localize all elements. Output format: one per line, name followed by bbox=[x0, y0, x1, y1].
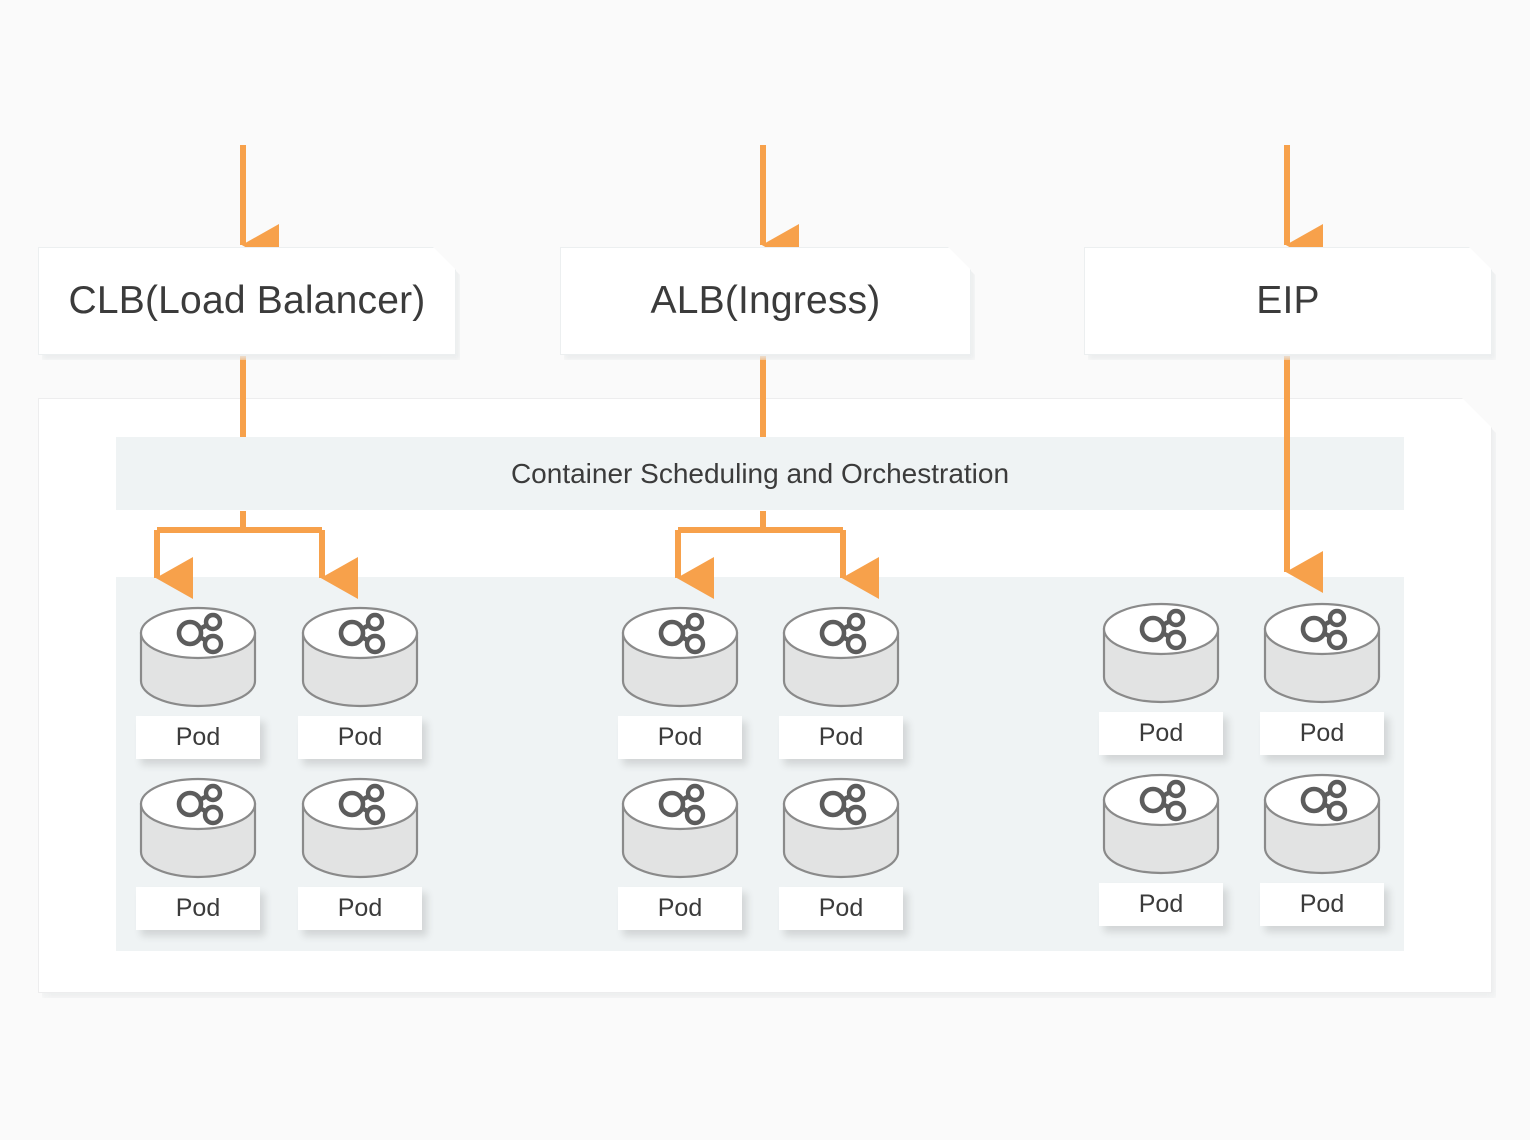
pod-node[interactable] bbox=[301, 606, 419, 708]
pod-cylinder-icon bbox=[621, 777, 739, 879]
share-nodes-icon bbox=[819, 783, 867, 826]
pod-label-text: Pod bbox=[657, 894, 703, 922]
pod-label-text: Pod bbox=[1299, 890, 1345, 918]
orchestration-panel: Container Scheduling and Orchestration bbox=[116, 437, 1404, 510]
pod-label[interactable]: Pod bbox=[1260, 883, 1384, 926]
pod-node[interactable] bbox=[1102, 602, 1220, 704]
pod-label-text: Pod bbox=[1138, 719, 1184, 747]
pod-cylinder-icon bbox=[1263, 773, 1381, 875]
pod-node[interactable] bbox=[1263, 602, 1381, 704]
share-nodes-icon bbox=[338, 612, 386, 655]
service-box-eip[interactable]: EIP bbox=[1084, 247, 1492, 355]
service-box-alb[interactable]: ALB(Ingress) bbox=[560, 247, 971, 355]
pod-label[interactable]: Pod bbox=[136, 716, 260, 759]
pod-cylinder-icon bbox=[301, 606, 419, 708]
pod-label-text: Pod bbox=[818, 723, 864, 751]
pod-node[interactable] bbox=[1263, 773, 1381, 875]
pod-label[interactable]: Pod bbox=[1260, 712, 1384, 755]
share-nodes-icon bbox=[338, 783, 386, 826]
pod-node[interactable] bbox=[621, 606, 739, 708]
pod-node[interactable] bbox=[782, 606, 900, 708]
pod-node[interactable] bbox=[621, 777, 739, 879]
pod-label-text: Pod bbox=[175, 894, 221, 922]
service-box-label-clb: CLB(Load Balancer) bbox=[68, 279, 426, 322]
pod-node[interactable] bbox=[1102, 773, 1220, 875]
share-nodes-icon bbox=[1300, 779, 1348, 822]
pod-node[interactable] bbox=[301, 777, 419, 879]
pod-label-text: Pod bbox=[657, 723, 703, 751]
pod-cylinder-icon bbox=[301, 777, 419, 879]
pod-label-text: Pod bbox=[818, 894, 864, 922]
pod-label[interactable]: Pod bbox=[298, 716, 422, 759]
share-nodes-icon bbox=[176, 783, 224, 826]
share-nodes-icon bbox=[176, 612, 224, 655]
pod-label-text: Pod bbox=[337, 723, 383, 751]
pod-cylinder-icon bbox=[1102, 602, 1220, 704]
pod-node[interactable] bbox=[139, 606, 257, 708]
pod-cylinder-icon bbox=[1102, 773, 1220, 875]
pod-label[interactable]: Pod bbox=[1099, 883, 1223, 926]
pod-label[interactable]: Pod bbox=[618, 716, 742, 759]
pod-cylinder-icon bbox=[139, 606, 257, 708]
pod-label-text: Pod bbox=[337, 894, 383, 922]
pod-cylinder-icon bbox=[621, 606, 739, 708]
pod-cylinder-icon bbox=[139, 777, 257, 879]
service-box-clb[interactable]: CLB(Load Balancer) bbox=[38, 247, 456, 355]
pod-label[interactable]: Pod bbox=[779, 716, 903, 759]
share-nodes-icon bbox=[1300, 608, 1348, 651]
pod-label-text: Pod bbox=[1138, 890, 1184, 918]
pod-label[interactable]: Pod bbox=[618, 887, 742, 930]
pod-node[interactable] bbox=[139, 777, 257, 879]
pod-label-text: Pod bbox=[1299, 719, 1345, 747]
share-nodes-icon bbox=[658, 783, 706, 826]
pod-node[interactable] bbox=[782, 777, 900, 879]
pod-label[interactable]: Pod bbox=[136, 887, 260, 930]
pod-label-text: Pod bbox=[175, 723, 221, 751]
service-box-label-alb: ALB(Ingress) bbox=[650, 279, 881, 322]
share-nodes-icon bbox=[819, 612, 867, 655]
pod-label[interactable]: Pod bbox=[298, 887, 422, 930]
pod-cylinder-icon bbox=[782, 606, 900, 708]
pod-cylinder-icon bbox=[1263, 602, 1381, 704]
share-nodes-icon bbox=[658, 612, 706, 655]
pod-cylinder-icon bbox=[782, 777, 900, 879]
pod-label[interactable]: Pod bbox=[779, 887, 903, 930]
share-nodes-icon bbox=[1139, 608, 1187, 651]
orchestration-label: Container Scheduling and Orchestration bbox=[510, 457, 1010, 489]
service-box-label-eip: EIP bbox=[1256, 279, 1320, 322]
share-nodes-icon bbox=[1139, 779, 1187, 822]
pod-label[interactable]: Pod bbox=[1099, 712, 1223, 755]
